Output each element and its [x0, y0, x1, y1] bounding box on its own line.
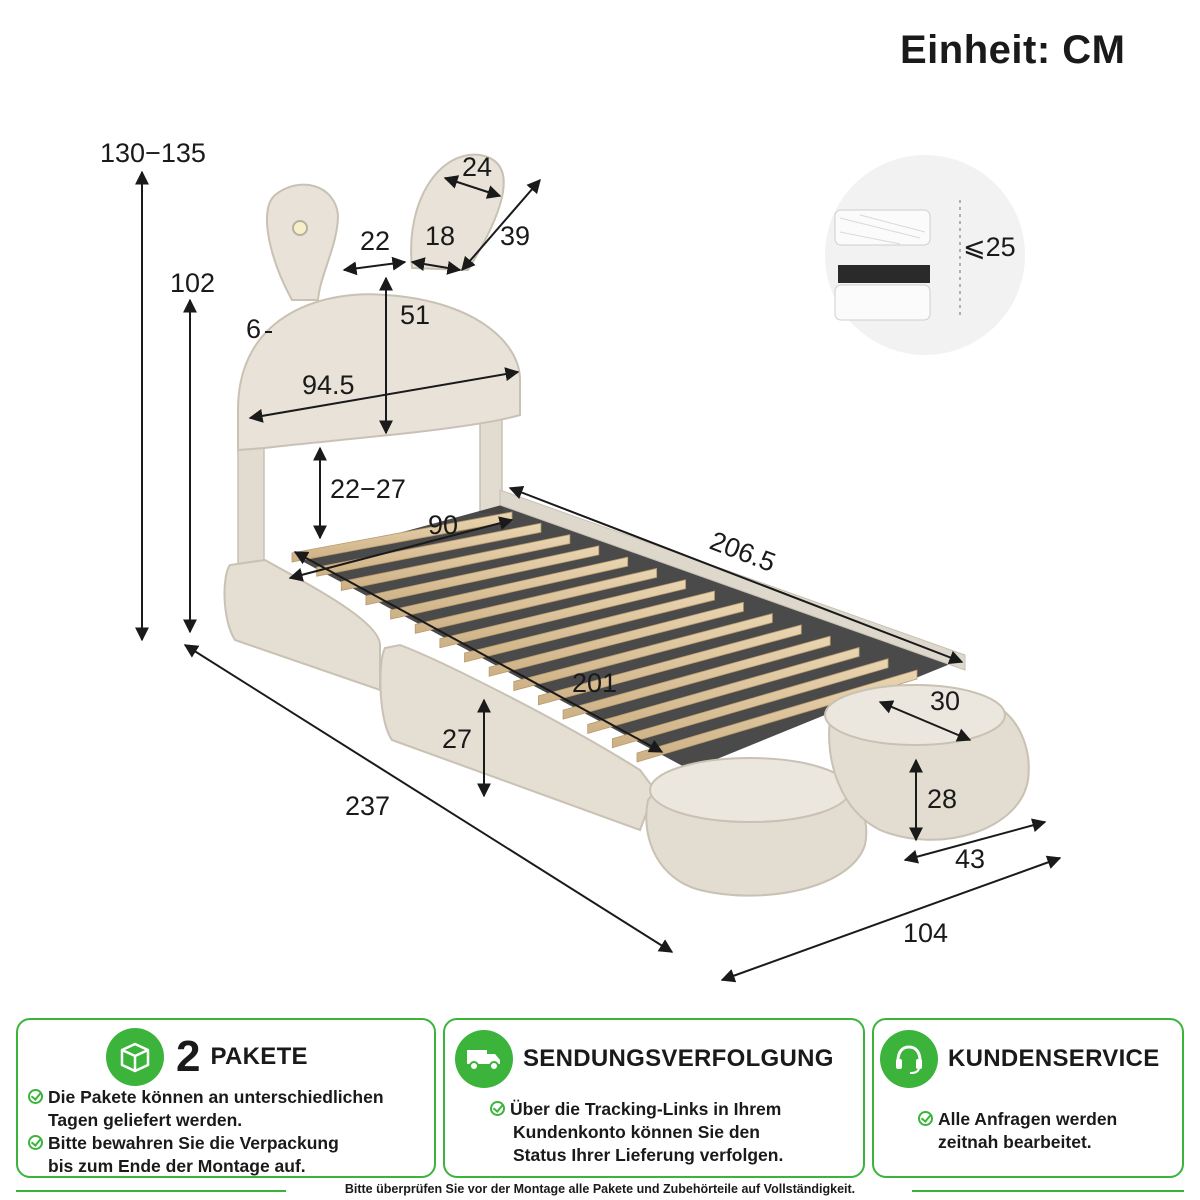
package-box-icon: [106, 1028, 164, 1086]
foot-right-top: [824, 684, 1006, 746]
package-count: 2: [176, 1032, 201, 1081]
check-icon: [28, 1134, 43, 1150]
dim-side-rail-height: 27: [442, 724, 472, 754]
dim-ear-width-top: 24: [462, 152, 492, 182]
packages-line-4: bis zum Ende der Montage auf.: [48, 1156, 306, 1176]
headboard: [237, 293, 521, 452]
packages-line-2: Tagen geliefert werden.: [48, 1110, 243, 1130]
packages-line-1: Die Pakete können an unterschiedlichen: [28, 1086, 384, 1109]
dim-ear-length: 39: [500, 221, 530, 251]
dim-headboard-thickness: 6: [246, 314, 261, 344]
headboard-post-right: [479, 411, 503, 513]
bed-dimension-diagram: ⩽25 130−135 102 24 22 18 39 6 51 94.5 22…: [100, 138, 1062, 983]
check-icon: [490, 1100, 505, 1116]
dim-headboard-height: 102: [170, 268, 215, 298]
dim-headboard-width: 94.5: [302, 370, 355, 400]
panel-tracking: SENDUNGSVERFOLGUNG Über die Tracking-Lin…: [443, 1018, 865, 1178]
dim-headboard-inner-height: 51: [400, 300, 430, 330]
dim-foot-height: 28: [927, 784, 957, 814]
mattress-inset: ⩽25: [825, 155, 1025, 355]
check-icon: [28, 1088, 43, 1104]
packages-title: PAKETE: [210, 1043, 308, 1070]
foot-left-top: [649, 757, 851, 823]
dim-ear-width-base: 18: [425, 221, 455, 251]
dimension-lines: [135, 170, 1062, 983]
footer-rule-left: [16, 1190, 286, 1192]
tracking-line-2: Kundenkonto können Sie den: [513, 1122, 760, 1142]
headset-icon: [880, 1030, 938, 1088]
panel-packages: 2 PAKETE Die Pakete können an unterschie…: [16, 1018, 436, 1178]
bunny-ear-left: [266, 183, 340, 301]
dim-total-length: 237: [345, 791, 390, 821]
panel-service: KUNDENSERVICE Alle Anfragen werden zeitn…: [872, 1018, 1184, 1178]
dim-ear-gap: 22: [360, 226, 390, 256]
footer-note: Bitte überprüfen Sie vor der Montage all…: [344, 1182, 856, 1196]
service-line-1: Alle Anfragen werden: [918, 1108, 1117, 1131]
dim-under-headboard: 22−27: [330, 474, 406, 504]
tracking-title: SENDUNGSVERFOLGUNG: [523, 1045, 834, 1072]
tracking-line-1: Über die Tracking-Links in Ihrem: [490, 1098, 781, 1121]
packages-line-3: Bitte bewahren Sie die Verpackung: [28, 1132, 339, 1155]
dim-slat-width: 90: [428, 510, 458, 540]
dim-slat-length: 201: [572, 668, 617, 698]
dim-mattress-max: ⩽25: [963, 232, 1016, 262]
headboard-post-left: [237, 439, 265, 571]
tracking-line-3: Status Ihrer Lieferung verfolgen.: [513, 1145, 784, 1165]
unit-title: Einheit: CM: [900, 28, 1126, 72]
service-line-2: zeitnah bearbeitet.: [938, 1132, 1092, 1152]
dim-foot-width: 30: [930, 686, 960, 716]
check-icon: [918, 1110, 933, 1126]
footer-rule-right: [912, 1190, 1184, 1192]
ear-light: [292, 220, 308, 236]
dim-total-height: 130−135: [100, 138, 206, 168]
dim-total-width: 104: [903, 918, 948, 948]
dim-foot-depth: 43: [955, 844, 985, 874]
delivery-truck-icon: [455, 1030, 513, 1088]
service-title: KUNDENSERVICE: [948, 1045, 1160, 1072]
